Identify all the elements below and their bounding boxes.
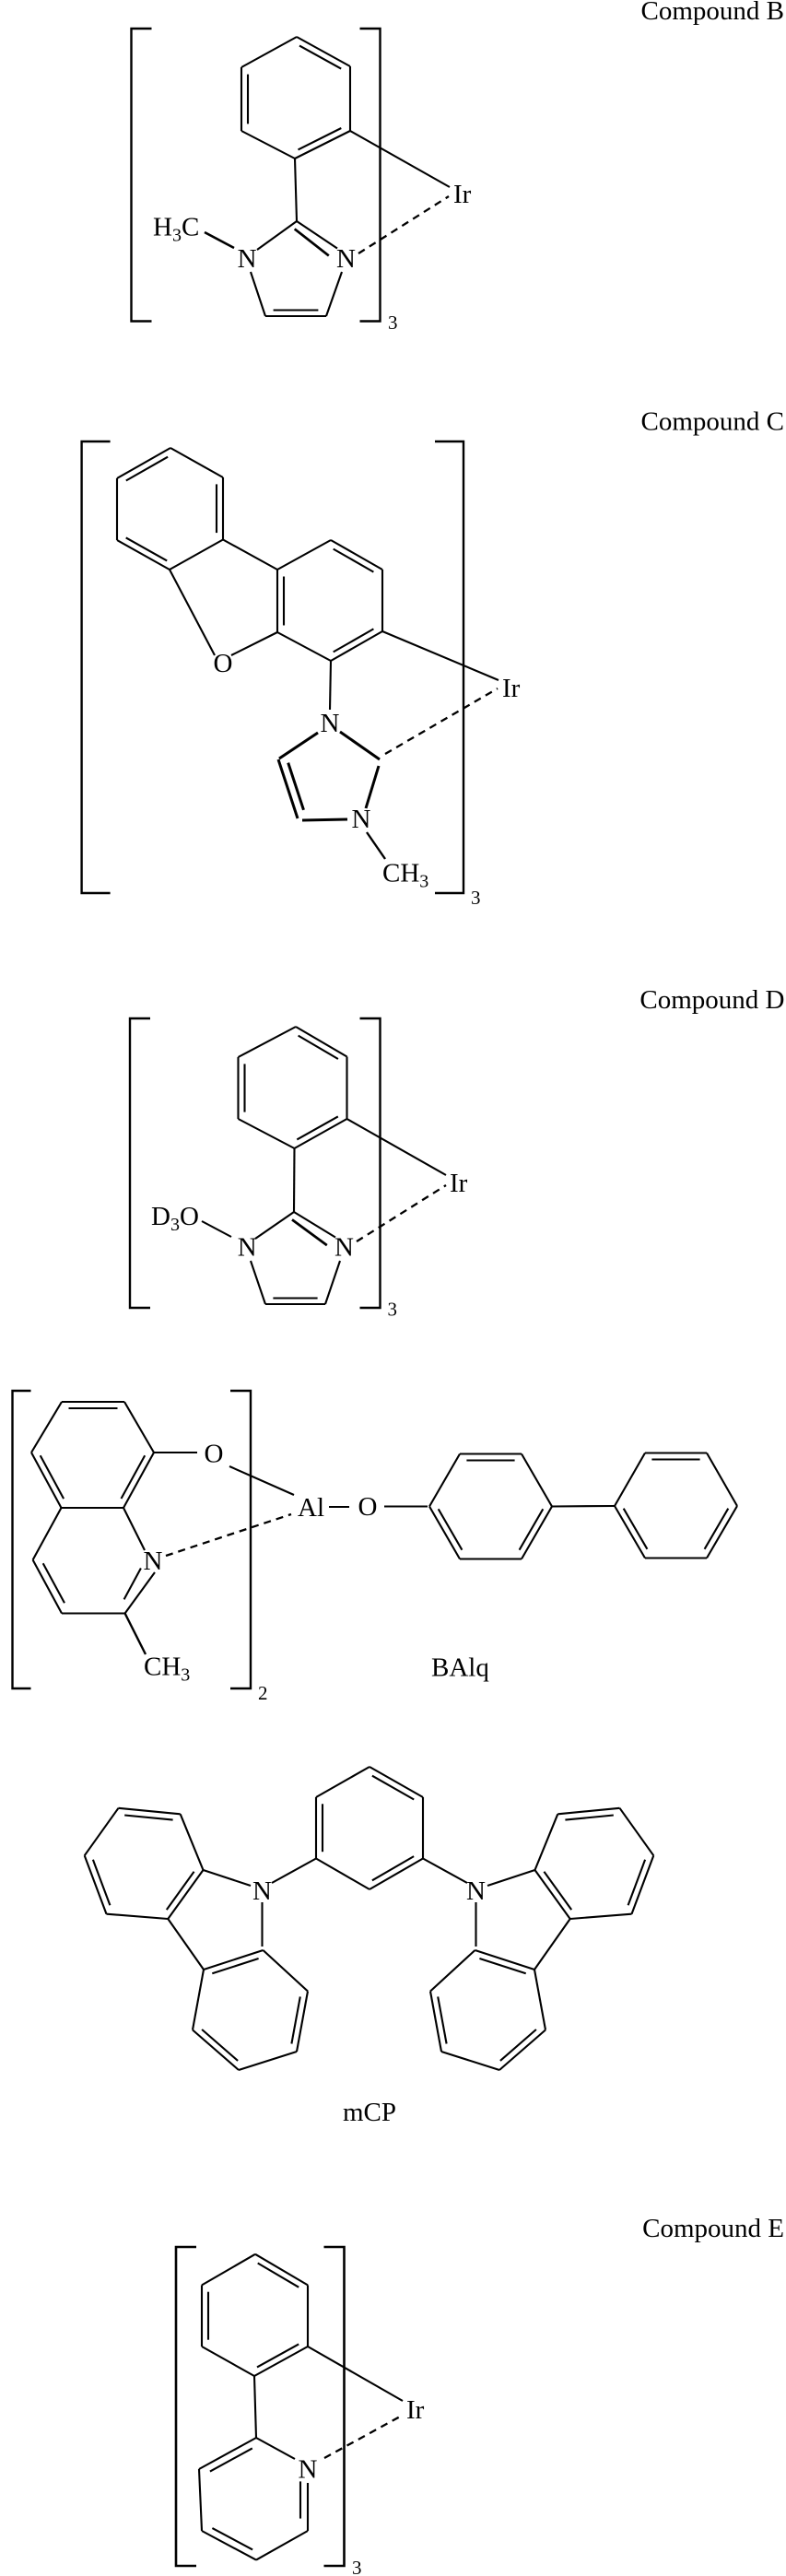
svg-text:N: N <box>238 244 257 274</box>
svg-text:N: N <box>299 2455 318 2485</box>
svg-text:Al: Al <box>298 1493 324 1523</box>
svg-text:BAlq: BAlq <box>431 1653 489 1683</box>
svg-text:N: N <box>321 709 340 738</box>
svg-text:N: N <box>334 1233 354 1263</box>
svg-text:N: N <box>466 1876 486 1906</box>
svg-text:Ir: Ir <box>502 674 521 703</box>
svg-text:3: 3 <box>352 2557 362 2576</box>
svg-text:Ir: Ir <box>453 180 472 209</box>
svg-text:N: N <box>252 1876 272 1906</box>
svg-text:N: N <box>144 1547 163 1576</box>
svg-text:CH3: CH3 <box>382 859 428 892</box>
svg-text:Ir: Ir <box>406 2395 425 2425</box>
svg-text:mCP: mCP <box>343 2098 396 2127</box>
svg-text:H3C: H3C <box>153 213 199 246</box>
svg-text:N: N <box>238 1233 257 1263</box>
svg-text:Compound B: Compound B <box>641 0 785 26</box>
svg-text:2: 2 <box>258 1682 268 1704</box>
svg-text:Ir: Ir <box>450 1169 468 1198</box>
svg-text:Compound C: Compound C <box>641 407 785 437</box>
svg-text:3: 3 <box>388 312 398 334</box>
svg-text:CH3: CH3 <box>144 1653 190 1686</box>
svg-text:N: N <box>352 805 371 834</box>
svg-text:3: 3 <box>388 1299 398 1321</box>
svg-text:O: O <box>358 1492 378 1522</box>
svg-text:Compound D: Compound D <box>639 985 784 1015</box>
svg-text:O: O <box>205 1440 224 1469</box>
svg-text:3: 3 <box>471 887 481 909</box>
svg-text:Compound E: Compound E <box>642 2214 784 2243</box>
svg-text:N: N <box>336 244 356 274</box>
svg-text:D3O: D3O <box>151 1202 199 1235</box>
svg-text:O: O <box>214 649 233 678</box>
